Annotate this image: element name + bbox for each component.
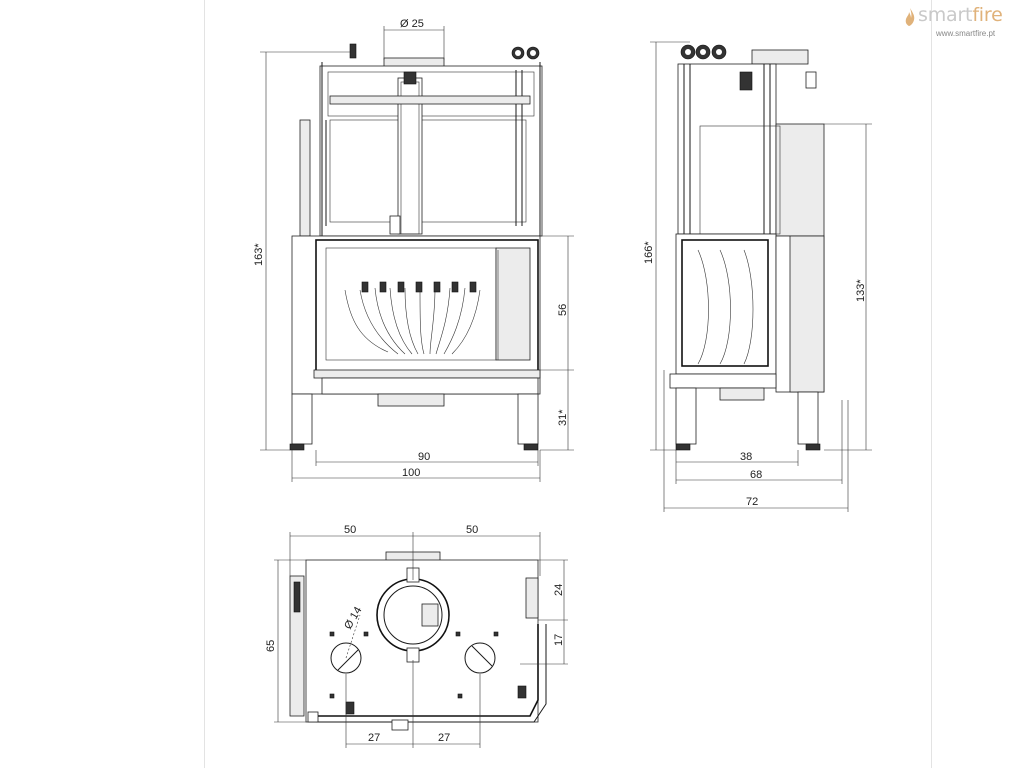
side-leg-front — [675, 387, 697, 445]
top-bottom-right: 27 — [438, 732, 450, 744]
top-body — [305, 559, 539, 723]
front-height-total: 163* — [253, 243, 265, 266]
brand-name: smartfire — [918, 4, 1003, 26]
side-dimensions — [650, 41, 872, 512]
leg-right — [517, 393, 539, 445]
front-base-height: 31* — [557, 409, 569, 426]
leg-left — [291, 393, 313, 445]
side-leg-back — [797, 391, 819, 445]
top-offset-side: 17 — [553, 634, 565, 646]
front-dimensions — [260, 26, 574, 482]
side-height-body: 133* — [855, 279, 867, 302]
side-firebox — [675, 233, 777, 375]
side-grate-bars — [697, 249, 754, 365]
top-offset-top: 24 — [553, 584, 565, 596]
left-frame-line — [204, 0, 205, 768]
top-half-left: 50 — [344, 524, 356, 536]
front-view — [289, 43, 543, 451]
right-frame-line — [931, 0, 932, 768]
brand-url: www.smartfire.pt — [936, 29, 996, 38]
grate-bars — [344, 287, 481, 355]
top-dimensions — [274, 532, 568, 748]
vent-right — [464, 642, 496, 674]
front-sill — [313, 369, 541, 379]
top-view — [289, 551, 547, 731]
grate-clips — [361, 281, 477, 293]
front-flue-diameter: Ø 25 — [400, 18, 424, 30]
flame-icon — [905, 8, 915, 26]
side-view — [669, 44, 825, 451]
upper-frame — [319, 65, 543, 237]
side-depth-front: 38 — [740, 451, 752, 463]
side-depth-body: 68 — [750, 469, 762, 481]
top-half-right: 50 — [466, 524, 478, 536]
side-height-total: 166* — [643, 241, 655, 264]
front-width-inner: 90 — [418, 451, 430, 463]
front-glass-height: 56 — [557, 304, 569, 316]
top-bottom-left: 27 — [368, 732, 380, 744]
side-upper-frame — [677, 63, 777, 235]
brand-logo: smartfire www.smartfire.pt — [902, 4, 1020, 44]
side-depth-total: 72 — [746, 496, 758, 508]
vent-left — [330, 642, 362, 674]
top-depth: 65 — [265, 640, 277, 652]
side-back-box — [775, 123, 825, 237]
front-width-total: 100 — [402, 467, 420, 479]
